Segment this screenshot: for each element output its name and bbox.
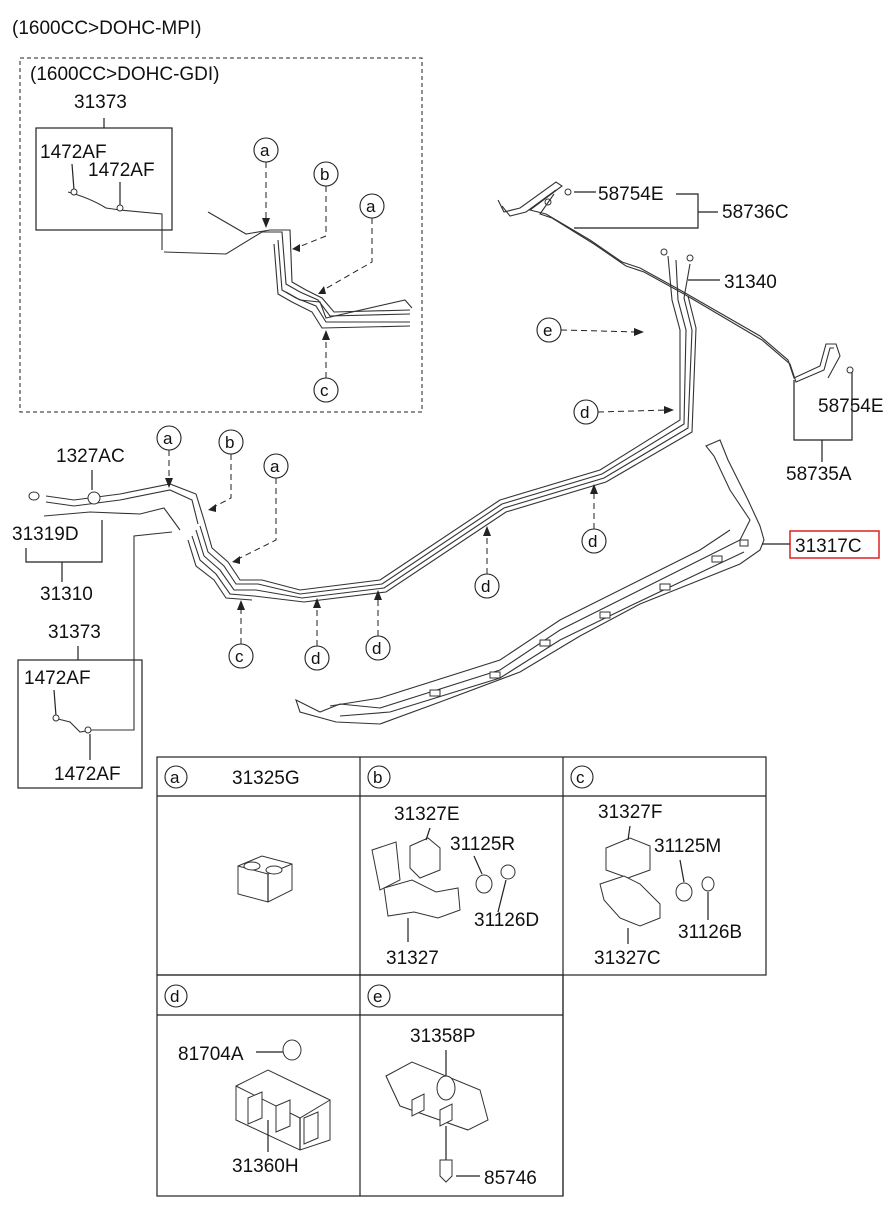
main-fuel-lines bbox=[187, 255, 697, 603]
leader-58736C bbox=[574, 191, 718, 229]
part-31373-main[interactable]: 31373 bbox=[48, 622, 101, 643]
part-31319D[interactable]: 31319D bbox=[12, 524, 79, 545]
brake-line-rear bbox=[497, 181, 841, 379]
svg-text:d: d bbox=[372, 639, 381, 658]
svg-text:b: b bbox=[373, 768, 382, 787]
part-31327[interactable]: 31327 bbox=[386, 948, 439, 969]
fuel-feed-pipe-2 bbox=[45, 489, 199, 525]
bolt-icon bbox=[846, 366, 854, 374]
part-31125R[interactable]: 31125R bbox=[450, 834, 515, 855]
hose-kit-box-main bbox=[17, 659, 143, 789]
svg-text:b: b bbox=[225, 433, 234, 452]
fuel-lines-inset bbox=[163, 211, 413, 329]
part-31126B[interactable]: 31126B bbox=[678, 922, 742, 943]
fuel-feed-pipe bbox=[45, 483, 205, 521]
clip-31325G-icon bbox=[237, 855, 293, 903]
leader-1472AF-a bbox=[71, 163, 75, 191]
part-85746[interactable]: 85746 bbox=[484, 1168, 537, 1189]
part-81704A[interactable]: 81704A bbox=[178, 1044, 244, 1065]
part-1472AF-c[interactable]: 1472AF bbox=[24, 668, 91, 689]
svg-text:a: a bbox=[270, 457, 280, 476]
svg-text:e: e bbox=[543, 321, 552, 340]
svg-text:c: c bbox=[235, 647, 244, 666]
svg-text:d: d bbox=[588, 532, 597, 551]
bracket-31327C-icon bbox=[599, 825, 715, 944]
hose-clamp-icon bbox=[52, 714, 60, 722]
svg-text:a: a bbox=[260, 141, 270, 160]
svg-text:a: a bbox=[163, 429, 173, 448]
connector-icon bbox=[686, 254, 694, 262]
part-58754E-top[interactable]: 58754E bbox=[598, 184, 664, 205]
part-31327F[interactable]: 31327F bbox=[598, 802, 662, 823]
clip-legend-table: a 31325G b 31327E 31125R 31126D 31327 bbox=[156, 756, 767, 1197]
bracket-31327-icon bbox=[371, 827, 516, 942]
vent-hose-inset bbox=[67, 191, 163, 250]
hose-clamp-icon bbox=[84, 726, 92, 734]
svg-text:a: a bbox=[170, 768, 180, 787]
part-58735A[interactable]: 58735A bbox=[786, 464, 852, 485]
engine-variant-header: (1600CC>DOHC-MPI) bbox=[12, 18, 202, 39]
hose-clamp-icon bbox=[116, 204, 124, 212]
svg-text:b: b bbox=[320, 165, 329, 184]
part-31325G[interactable]: 31325G bbox=[232, 768, 300, 789]
svg-text:d: d bbox=[481, 577, 490, 596]
svg-text:d: d bbox=[170, 987, 179, 1006]
table-callout-b bbox=[367, 765, 391, 789]
part-1472AF-a[interactable]: 1472AF bbox=[40, 142, 107, 163]
main-callouts: a b a c d d d d d e bbox=[156, 317, 674, 671]
clip-31360H-icon bbox=[235, 1039, 331, 1152]
table-callout-d bbox=[164, 984, 188, 1008]
part-31327E[interactable]: 31327E bbox=[394, 804, 460, 825]
svg-text:c: c bbox=[320, 381, 329, 400]
svg-text:d: d bbox=[580, 403, 589, 422]
table-callout-e bbox=[367, 984, 391, 1008]
clip-31358P-icon bbox=[385, 1050, 489, 1183]
fuel-return-pipe bbox=[43, 507, 181, 531]
part-31126D[interactable]: 31126D bbox=[474, 910, 539, 931]
part-1472AF-d[interactable]: 1472AF bbox=[54, 764, 121, 785]
part-1327AC[interactable]: 1327AC bbox=[56, 446, 125, 467]
part-58754E-right[interactable]: 58754E bbox=[818, 396, 884, 417]
svg-text:d: d bbox=[311, 649, 320, 668]
leader-58735A bbox=[793, 371, 853, 462]
leader-1472AF-c bbox=[53, 689, 57, 717]
svg-text:a: a bbox=[366, 197, 376, 216]
svg-text:c: c bbox=[576, 768, 585, 787]
part-31360H[interactable]: 31360H bbox=[232, 1156, 299, 1177]
hose-clamp-icon bbox=[70, 188, 78, 196]
bolt-icon bbox=[564, 188, 572, 196]
leader-31310 bbox=[25, 520, 103, 582]
underbody-frame-31317C bbox=[295, 439, 765, 725]
brake-line-rear-2 bbox=[501, 189, 834, 383]
svg-text:e: e bbox=[373, 987, 382, 1006]
part-31310[interactable]: 31310 bbox=[40, 584, 93, 605]
part-31373-inset[interactable]: 31373 bbox=[74, 92, 127, 113]
fitting-icon bbox=[87, 491, 101, 505]
part-31358P[interactable]: 31358P bbox=[410, 1026, 476, 1047]
connector-icon bbox=[660, 248, 668, 256]
fitting-icon bbox=[28, 491, 40, 501]
part-31340[interactable]: 31340 bbox=[724, 272, 777, 293]
inset-header: (1600CC>DOHC-GDI) bbox=[30, 64, 220, 85]
part-1472AF-b[interactable]: 1472AF bbox=[88, 160, 155, 181]
part-31125M[interactable]: 31125M bbox=[654, 836, 721, 857]
inset-callouts: a b a c bbox=[253, 137, 385, 403]
vent-hose-line bbox=[92, 531, 173, 731]
table-callout-c bbox=[570, 765, 594, 789]
table-callout-a bbox=[164, 765, 188, 789]
part-31327C[interactable]: 31327C bbox=[594, 948, 661, 969]
part-31317C[interactable]: 31317C bbox=[795, 536, 862, 557]
part-58736C[interactable]: 58736C bbox=[722, 202, 789, 223]
